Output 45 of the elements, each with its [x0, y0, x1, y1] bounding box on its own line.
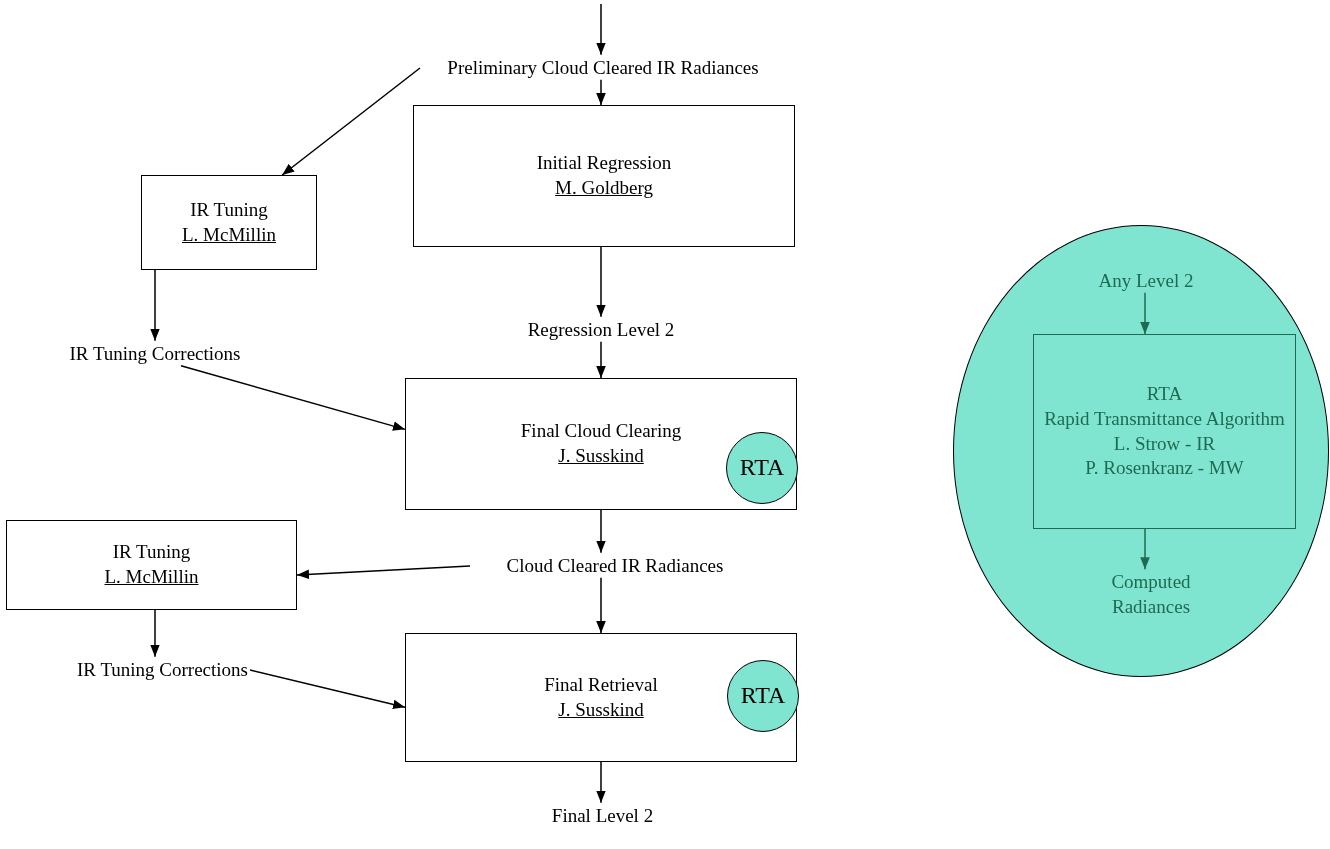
flow-text: IR Tuning Corrections [69, 341, 241, 366]
process-box [6, 520, 297, 610]
arrow [1140, 528, 1150, 571]
flow-text: Computed Radiances [1110, 570, 1192, 619]
process-box [405, 633, 797, 762]
flow-text: Final Level 2 [551, 803, 654, 828]
flow-text: Preliminary Cloud Cleared IR Radiances [447, 55, 759, 80]
flow-text: Regression Level 2 [527, 317, 675, 342]
process-box [413, 105, 795, 247]
arrow [596, 3, 606, 56]
arrow [596, 340, 606, 379]
arrow [596, 761, 606, 804]
circle-label: RTA [739, 453, 785, 483]
flow-text: Any Level 2 [1098, 268, 1194, 293]
box-heading: IR Tuning [190, 197, 268, 222]
author-name: L. McMillin [182, 222, 276, 247]
box-heading: Initial Regression [536, 151, 672, 176]
box-heading: Final Cloud Clearing [520, 419, 682, 444]
process-box [405, 378, 797, 510]
box-text: P. Rosenkranz - MW [1085, 456, 1244, 481]
author-name: L. McMillin [104, 565, 199, 589]
box-text: Rapid Transmittance Algorithm [1044, 406, 1285, 431]
arrow [596, 78, 606, 106]
arrow [296, 565, 471, 580]
arrow [596, 509, 606, 554]
box-text: L. Strow - IR [1113, 431, 1216, 456]
process-box [141, 175, 317, 270]
author-name: M. Goldberg [555, 176, 653, 200]
arrow [596, 246, 606, 318]
circle-label: RTA [740, 681, 786, 711]
arrow [150, 269, 160, 342]
flow-text: Cloud Cleared IR Radiances [506, 553, 724, 578]
flow-text: IR Tuning Corrections [77, 657, 248, 682]
author-name: J. Susskind [558, 444, 644, 468]
process-box [1033, 334, 1296, 529]
arrow [596, 576, 606, 634]
arrow [249, 669, 406, 710]
box-heading: RTA [1146, 382, 1183, 407]
box-heading: Final Retrieval [544, 672, 658, 697]
arrow [1140, 291, 1150, 335]
arrow [180, 364, 406, 431]
arrow [150, 609, 160, 658]
box-heading: IR Tuning [112, 540, 191, 565]
author-name: J. Susskind [558, 697, 644, 722]
arrow [281, 67, 421, 176]
